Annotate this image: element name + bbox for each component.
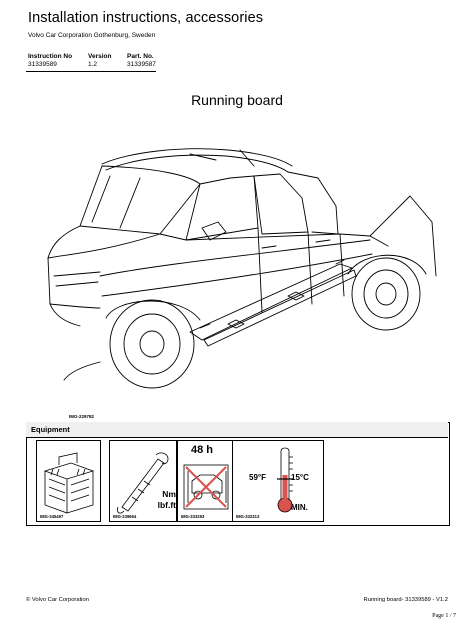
unit-lbf-ft: lbf.ft (157, 500, 176, 510)
toolbox-icon (43, 452, 95, 514)
unit-nm: Nm (162, 489, 176, 499)
meta-part-no-value: 31339587 (127, 61, 156, 68)
temp-f-label: 59°F (249, 473, 266, 482)
page-number: Page 1 / 7 (432, 613, 456, 619)
page-heading: Running board (191, 92, 283, 108)
temp-c-label: 15°C (291, 473, 309, 482)
company-line: Volvo Car Corporation Gothenburg, Sweden (28, 32, 156, 39)
meta-instruction-no-value: 31339589 (28, 61, 57, 68)
footer-doc-ref: Running board- 31339589 - V1.2 (363, 597, 448, 603)
footer-copyright: © Volvo Car Corporation (26, 597, 89, 603)
meta-part-no: Part. No. 31339587 (127, 53, 156, 69)
equipment-tile-no-car-wash: 48 h IMG-333293 (177, 440, 236, 522)
min-label: MIN. (291, 503, 308, 512)
illustration-image-id: IMG-229782 (69, 414, 95, 419)
duration-label: 48 h (191, 444, 214, 456)
equipment-tile-thermometer: 59°F 15°C MIN. IMG-332313 (232, 440, 324, 522)
torque-units: Nm lbf.ft (152, 489, 176, 511)
equipment-tile-torque-wrench: IMG-239664 (109, 440, 177, 522)
meta-version-value: 1.2 (88, 61, 98, 68)
meta-version-label: Version (88, 53, 112, 60)
thermometer-icon (277, 447, 293, 513)
tile-2-image-id: IMG-239664 (113, 514, 137, 519)
equipment-tile-toolbox: IMG-345497 (36, 440, 101, 522)
meta-part-no-label: Part. No. (127, 53, 154, 60)
meta-instruction-no: Instruction No 31339589 (28, 53, 72, 69)
equipment-header (26, 422, 448, 438)
car-running-board-illustration (47, 148, 437, 389)
equipment-title: Equipment (31, 425, 70, 434)
tile-1-image-id: IMG-345497 (40, 514, 64, 519)
meta-version: Version 1.2 (88, 53, 111, 69)
tile-3-image-id: IMG-333293 (181, 514, 205, 519)
tile-4-image-id: IMG-332313 (236, 514, 260, 519)
document-title: Installation instructions, accessories (28, 10, 264, 26)
meta-divider (26, 71, 156, 72)
torque-wrench-icon (117, 452, 169, 514)
meta-instruction-no-label: Instruction No (28, 53, 73, 60)
no-car-wash-icon (183, 464, 229, 510)
